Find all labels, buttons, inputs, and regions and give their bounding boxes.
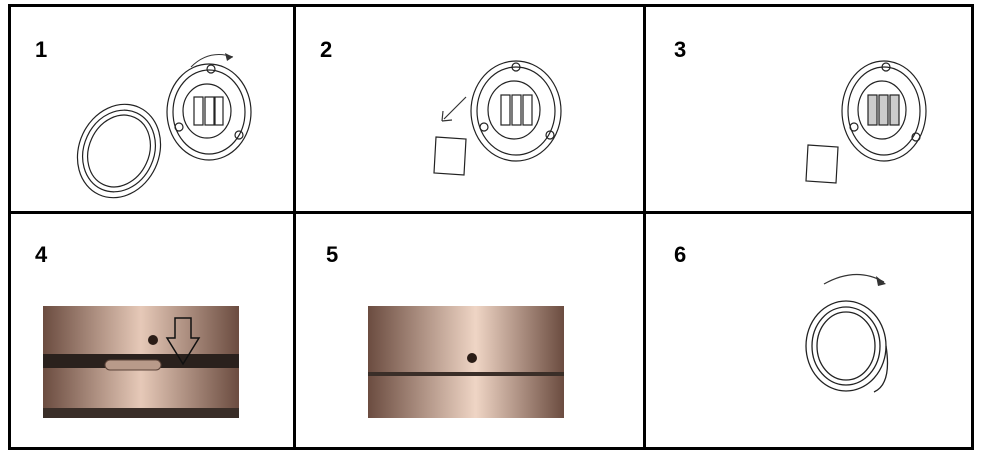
step-5-panel: 5 bbox=[296, 214, 646, 447]
screw-hole-icon bbox=[467, 353, 477, 363]
step-5-number: 5 bbox=[326, 242, 338, 268]
battery-cover bbox=[806, 145, 838, 183]
step-2-illustration bbox=[296, 7, 643, 211]
step-4-photo bbox=[43, 306, 239, 418]
device-back bbox=[471, 61, 561, 161]
step-3-illustration bbox=[646, 7, 971, 211]
instruction-grid: 1 2 bbox=[8, 4, 974, 450]
step-4-panel: 4 bbox=[11, 214, 296, 447]
bezel-ring bbox=[806, 301, 888, 392]
device-back bbox=[167, 64, 251, 160]
step-2-panel: 2 bbox=[296, 7, 646, 214]
step-6-panel: 6 bbox=[646, 214, 971, 447]
screw-hole-icon bbox=[148, 335, 158, 345]
step-1-panel: 1 bbox=[11, 7, 296, 214]
bezel-ring bbox=[62, 91, 175, 212]
step-3-panel: 3 bbox=[646, 7, 971, 214]
step-4-number: 4 bbox=[35, 242, 47, 268]
device-back bbox=[842, 61, 926, 161]
step-5-photo bbox=[368, 306, 564, 418]
rotate-arrow-icon bbox=[824, 274, 884, 284]
down-left-arrow-icon bbox=[442, 97, 466, 121]
step-1-illustration bbox=[11, 7, 293, 211]
step-6-illustration bbox=[646, 214, 971, 447]
battery-cover bbox=[434, 137, 466, 175]
